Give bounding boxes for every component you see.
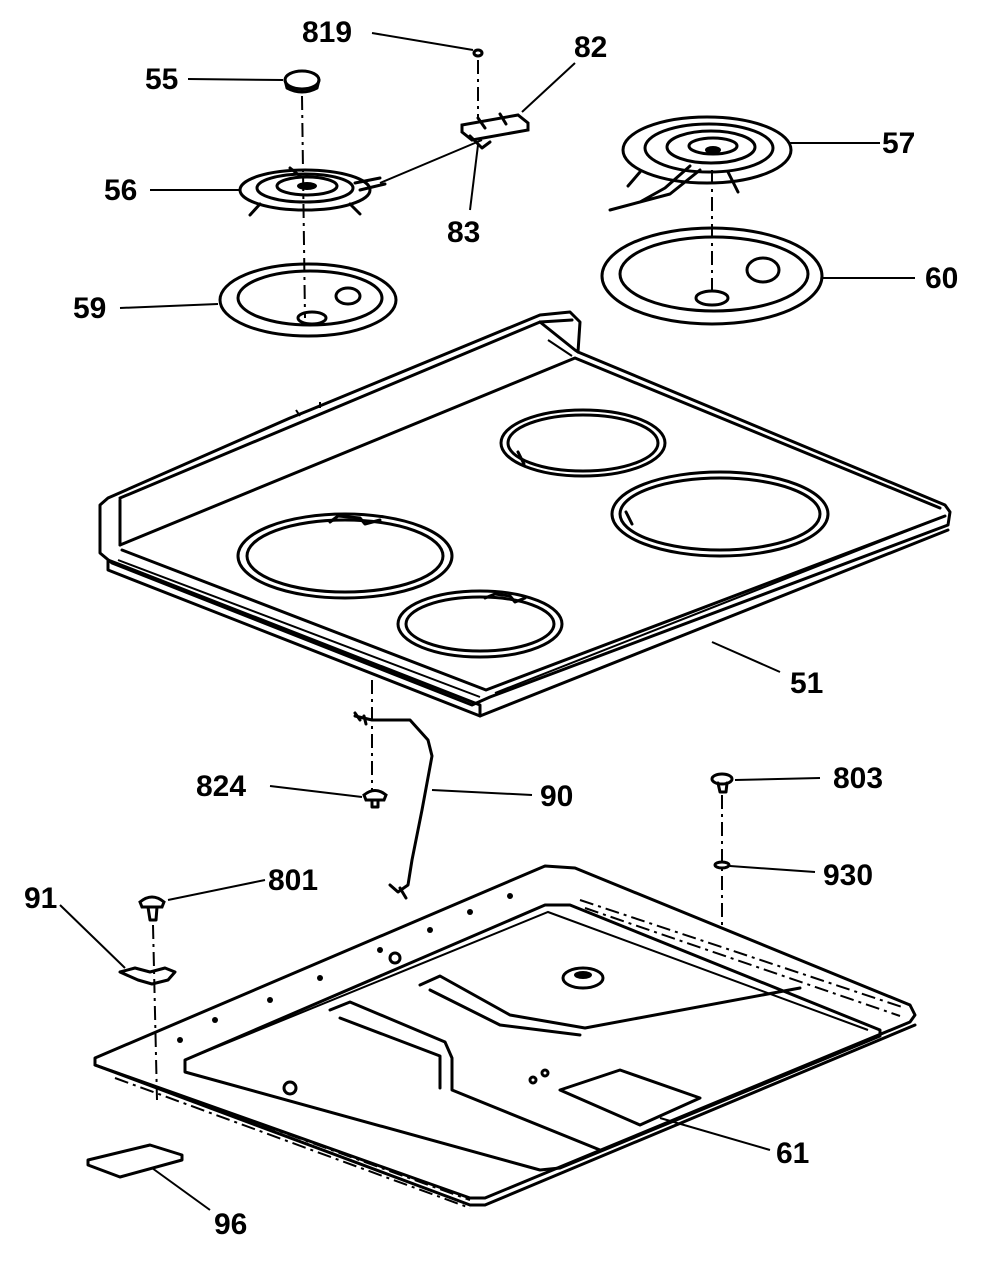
part-82-terminal-block[interactable] [460,112,530,142]
callout-56: 56 [104,174,137,207]
callout-930: 930 [823,859,873,892]
callout-61: 61 [776,1137,809,1170]
callout-803: 803 [833,762,883,795]
callout-91: 91 [24,882,57,915]
part-819-screw[interactable] [472,48,484,58]
callout-60: 60 [925,262,958,295]
part-57-large-surface-element[interactable] [608,115,793,212]
part-51-cooktop[interactable] [98,310,952,718]
part-56-small-surface-element[interactable] [238,166,387,217]
leader-lines [59,32,915,1211]
callout-51: 51 [790,667,823,700]
part-61-bottom-panel[interactable] [93,864,917,1209]
part-803-screw[interactable] [710,772,734,794]
callout-83: 83 [447,216,480,249]
part-824-screw[interactable] [362,789,388,809]
part-60-large-drip-bowl[interactable] [600,226,824,326]
part-801-screw[interactable] [138,895,166,922]
part-96-plate[interactable] [86,1143,184,1179]
part-83-bracket[interactable] [468,134,492,150]
callout-801: 801 [268,864,318,897]
part-91-clip[interactable] [118,966,177,986]
callout-57: 57 [882,127,915,160]
callout-55: 55 [145,63,178,96]
callout-819: 819 [302,16,352,49]
callout-96: 96 [214,1208,247,1241]
callout-59: 59 [73,292,106,325]
callout-824: 824 [196,770,246,803]
part-55-cap[interactable] [283,69,321,94]
part-59-small-drip-bowl[interactable] [218,262,398,338]
callout-labels: 819 82 55 56 83 57 59 60 51 824 90 803 9… [24,16,958,1241]
callout-90: 90 [540,780,573,813]
alignment-lines [152,60,723,1101]
part-90-wire-harness[interactable] [353,711,434,900]
callout-82: 82 [574,31,607,64]
